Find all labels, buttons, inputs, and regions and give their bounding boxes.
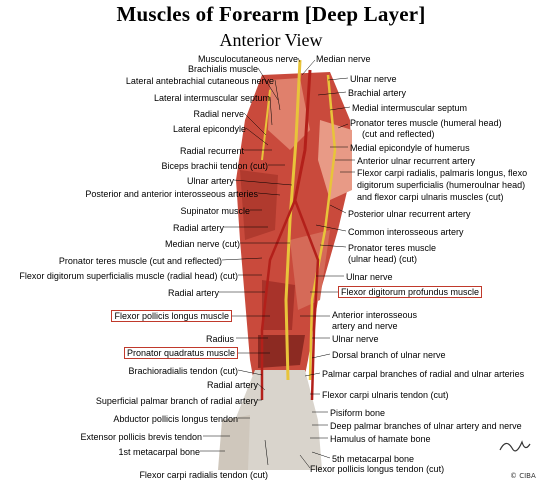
label: Lateral intermuscular septum — [153, 93, 270, 103]
median-nerve — [284, 59, 302, 381]
label: Supinator muscle — [180, 206, 250, 216]
label: Dorsal branch of ulnar nerve — [332, 350, 446, 360]
pronator-quadratus-region — [258, 335, 305, 368]
label: Flexor pollicis longus tendon (cut) — [310, 464, 445, 474]
label: Brachialis muscle — [187, 64, 258, 74]
thumb-region — [218, 415, 250, 470]
label: (cut and reflected) — [362, 129, 435, 139]
label: digitorum superficialis (humeroulnar hea… — [357, 180, 526, 190]
label: Radial artery — [167, 288, 219, 298]
copyright-mark: © CIBA — [510, 472, 536, 480]
label: Superficial palmar branch of radial arte… — [95, 396, 258, 406]
brachial-artery — [293, 69, 312, 201]
label: and flexor carpi ulnaris muscles (cut) — [357, 192, 504, 202]
label: Hamulus of hamate bone — [330, 434, 431, 444]
ulnar-nerve — [308, 74, 337, 381]
label: Radius — [205, 334, 234, 344]
label: Radial artery — [172, 223, 224, 233]
page-title: Muscles of Forearm [Deep Layer] — [116, 2, 426, 26]
radial-artery — [260, 199, 297, 400]
leader-lines-left — [200, 57, 301, 466]
label: Anterior ulnar recurrent artery — [357, 156, 476, 166]
leader-lines-right — [299, 59, 355, 469]
page-subtitle: Anterior View — [219, 30, 323, 50]
label: Posterior and anterior interosseous arte… — [85, 189, 258, 199]
label: Flexor carpi radialis, palmaris longus, … — [357, 168, 528, 178]
label: artery and nerve — [332, 321, 398, 331]
label: 1st metacarpal bone — [118, 447, 200, 457]
label: Median nerve (cut) — [164, 239, 240, 249]
label: Flexor carpi ulnaris tendon (cut) — [322, 390, 449, 400]
label: Palmar carpal branches of radial and uln… — [322, 369, 525, 379]
label: Lateral antebrachial cutaneous nerve — [125, 76, 274, 86]
label: Musculocutaneous nerve — [197, 54, 298, 64]
label: Brachial artery — [348, 88, 407, 98]
label: (ulnar head) (cut) — [348, 254, 418, 264]
label: Deep palmar branches of ulnar artery and… — [330, 421, 522, 431]
label-highlighted: Pronator quadratus muscle — [123, 347, 238, 359]
label: Ulnar nerve — [350, 74, 397, 84]
label: Biceps brachii tendon (cut) — [161, 161, 268, 171]
label-highlighted: Flexor digitorum profundus muscle — [338, 286, 483, 298]
label: Pronator teres muscle (cut and reflected… — [58, 256, 222, 266]
label: Radial nerve — [193, 109, 244, 119]
label: Radial artery — [206, 380, 258, 390]
label: Lateral epicondyle — [172, 124, 246, 134]
label-highlighted: Flexor pollicis longus muscle — [111, 310, 232, 322]
artist-signature — [499, 440, 531, 452]
label: Extensor pollicis brevis tendon — [80, 432, 202, 442]
radial-nerve — [261, 89, 271, 161]
label: Ulnar nerve — [332, 334, 379, 344]
ulnar-artery — [293, 199, 320, 401]
label: Pisiform bone — [330, 408, 386, 418]
label: Pronator teres muscle — [348, 243, 437, 253]
label: Medial intermuscular septum — [352, 103, 468, 113]
label: Anterior interosseous — [332, 310, 418, 320]
label: 5th metacarpal bone — [332, 454, 415, 464]
label: Ulnar artery — [186, 176, 234, 186]
label: Abductor pollicis longus tendon — [113, 414, 238, 424]
label: Median nerve — [316, 54, 371, 64]
label: Flexor carpi radialis tendon (cut) — [139, 470, 268, 480]
label: Radial recurrent — [179, 146, 244, 156]
supinator-region — [240, 170, 278, 240]
label: Posterior ulnar recurrent artery — [348, 209, 471, 219]
label: Pronator teres muscle (humeral head) — [350, 118, 502, 128]
label: Flexor digitorum superficialis muscle (r… — [19, 271, 238, 281]
label: Ulnar nerve — [346, 272, 393, 282]
fdp-region — [290, 230, 330, 310]
label: Medial epicondyle of humerus — [350, 143, 470, 153]
label: Common interosseous artery — [348, 227, 464, 237]
label: Brachioradialis tendon (cut) — [128, 366, 238, 376]
